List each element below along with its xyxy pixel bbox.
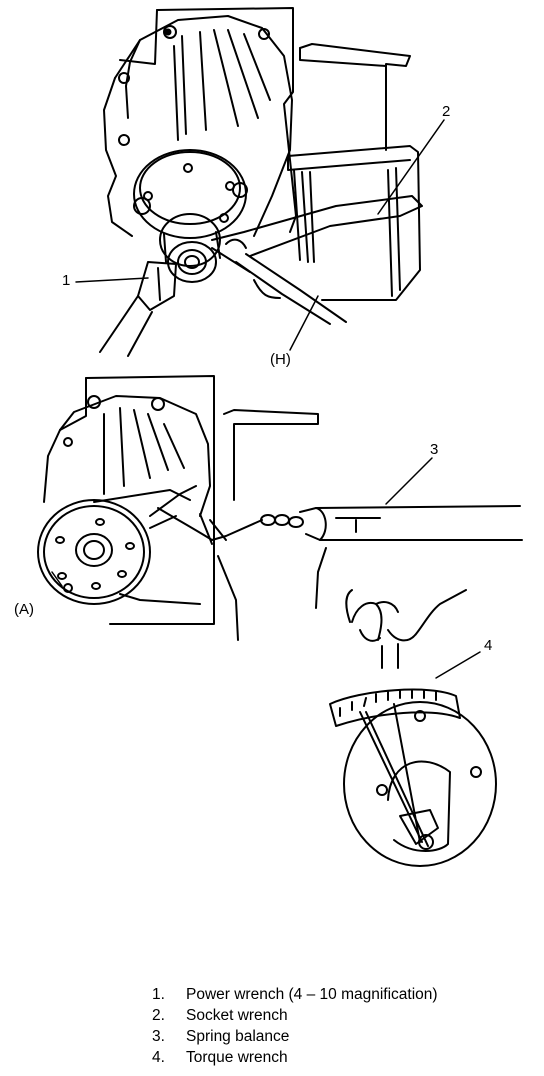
middle-figure-spring-balance xyxy=(37,375,523,641)
legend-text: Torque wrench xyxy=(186,1049,288,1066)
legend-number: 4. xyxy=(152,1049,165,1066)
top-figure-transfer-case xyxy=(75,7,445,357)
legend-item-2: 2. Socket wrench xyxy=(152,1005,438,1026)
legend: 1. Power wrench (4 – 10 magnification) 2… xyxy=(152,984,438,1068)
legend-number: 2. xyxy=(152,1007,165,1024)
legend-text: Power wrench (4 – 10 magnification) xyxy=(186,986,438,1003)
callout-h: (H) xyxy=(270,351,291,368)
legend-item-1: 1. Power wrench (4 – 10 magnification) xyxy=(152,984,438,1005)
torque-wrench-figure xyxy=(329,589,497,867)
legend-number: 3. xyxy=(152,1028,165,1045)
legend-text: Socket wrench xyxy=(186,1007,288,1024)
legend-item-4: 4. Torque wrench xyxy=(152,1047,438,1068)
callout-4: 4 xyxy=(484,637,493,654)
legend-text: Spring balance xyxy=(186,1028,290,1045)
callout-a: (A) xyxy=(14,601,34,618)
callout-3: 3 xyxy=(430,441,439,458)
callout-2: 2 xyxy=(442,103,451,120)
legend-number: 1. xyxy=(152,986,165,1003)
legend-item-3: 3. Spring balance xyxy=(152,1026,438,1047)
callout-1: 1 xyxy=(62,272,71,289)
